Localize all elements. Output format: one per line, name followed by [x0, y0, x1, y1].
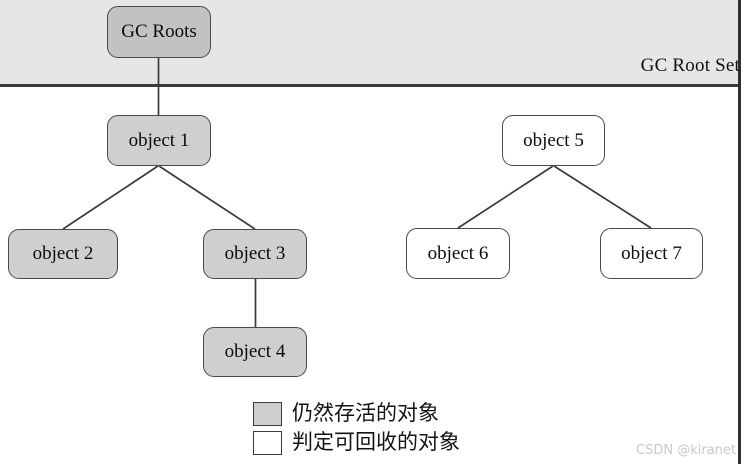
legend-item-alive: 仍然存活的对象 [253, 399, 460, 428]
node-object-4-label: object 4 [224, 341, 286, 362]
legend-swatch-alive-icon [253, 401, 282, 426]
right-border-rule [738, 0, 741, 464]
node-object-1[interactable]: object 1 [107, 115, 211, 166]
node-object-5[interactable]: object 5 [502, 115, 605, 166]
edge-object-5-object-7 [553, 165, 652, 229]
node-object-6-label: object 6 [427, 242, 489, 264]
node-object-2[interactable]: object 2 [8, 229, 118, 279]
gc-root-set-label: GC Root Set [640, 55, 740, 76]
edge-object-1-object-2 [62, 165, 159, 230]
node-object-7[interactable]: object 7 [600, 228, 703, 279]
node-object-2-label: object 2 [32, 243, 94, 264]
node-gc-roots-label: GC Roots [121, 21, 197, 42]
legend-swatch-collected-icon [253, 430, 282, 455]
legend-label-alive: 仍然存活的对象 [292, 401, 439, 425]
node-object-3[interactable]: object 3 [203, 229, 307, 279]
node-gc-roots[interactable]: GC Roots [107, 6, 211, 58]
gc-root-set-divider [0, 84, 740, 87]
edge-object-5-object-6 [457, 165, 554, 229]
legend-item-collected: 判定可回收的对象 [253, 428, 460, 457]
node-object-3-label: object 3 [224, 243, 286, 264]
legend-label-collected: 判定可回收的对象 [292, 430, 460, 454]
node-object-4[interactable]: object 4 [203, 327, 307, 377]
node-object-5-label: object 5 [523, 129, 584, 151]
legend: 仍然存活的对象 判定可回收的对象 [253, 399, 460, 457]
node-object-7-label: object 7 [621, 242, 682, 264]
node-object-1-label: object 1 [128, 129, 190, 151]
node-object-6[interactable]: object 6 [406, 228, 510, 279]
watermark: CSDN @kiranet [636, 443, 736, 458]
edge-object-1-object-3 [158, 165, 256, 230]
